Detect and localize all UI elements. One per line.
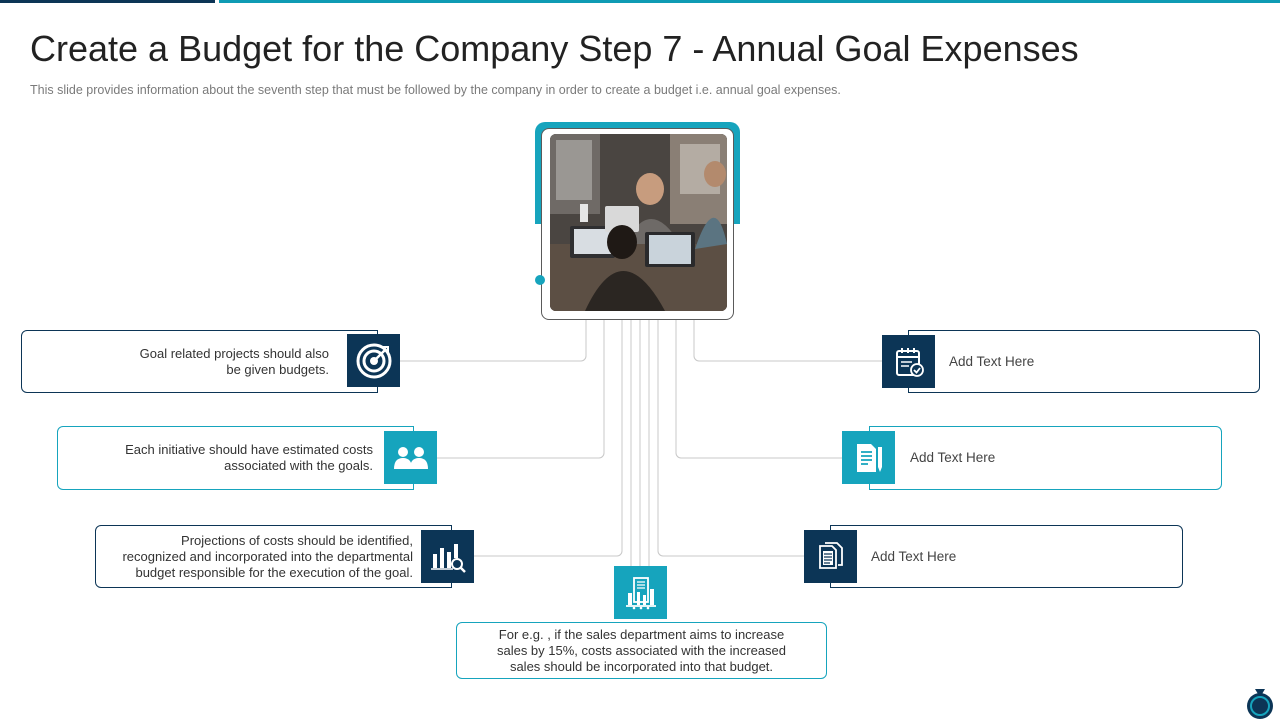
- right-item-3-text: Add Text Here: [871, 548, 957, 564]
- right-item-2-box: Add Text Here: [869, 426, 1222, 490]
- chart-search-icon: [421, 530, 474, 583]
- left-item-2-text: Each initiative should have estimated co…: [125, 442, 373, 473]
- right-item-3-box: Add Text Here: [830, 525, 1183, 588]
- top-accent-bar-teal: [219, 0, 1280, 3]
- target-icon: [347, 334, 400, 387]
- team-icon: [384, 431, 437, 484]
- bottom-example-text: For e.g. , if the sales department aims …: [496, 626, 787, 674]
- left-item-2-box: Each initiative should have estimated co…: [57, 426, 414, 490]
- left-item-3-text: Projections of costs should be identifie…: [122, 532, 413, 580]
- right-item-2-text: Add Text Here: [910, 450, 996, 465]
- documents-icon: [804, 530, 857, 583]
- money-bag-icon: [1245, 687, 1275, 725]
- top-accent-bar-dark: [0, 0, 215, 3]
- building-chart-icon: [614, 566, 667, 619]
- bottom-example-box: For e.g. , if the sales department aims …: [456, 622, 827, 679]
- team-working-photo: [550, 134, 727, 311]
- connector-dot: [535, 275, 545, 285]
- slide-subtitle: This slide provides information about th…: [30, 83, 841, 97]
- left-item-3-box: Projections of costs should be identifie…: [95, 525, 452, 588]
- document-pen-icon: [842, 431, 895, 484]
- right-item-1-box: Add Text Here: [908, 330, 1260, 393]
- calendar-check-icon: [882, 335, 935, 388]
- right-item-1-text: Add Text Here: [949, 353, 1035, 369]
- slide-title: Create a Budget for the Company Step 7 -…: [30, 28, 1079, 69]
